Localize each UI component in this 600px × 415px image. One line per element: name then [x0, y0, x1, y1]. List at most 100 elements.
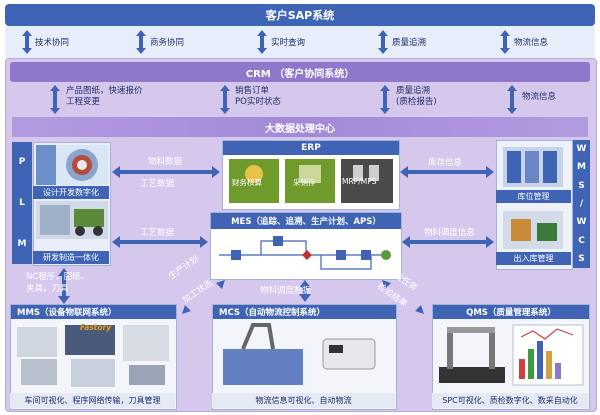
plm-letter: P	[18, 157, 26, 168]
sap-link-label: 质量追溯	[392, 38, 427, 48]
double-arrow-icon	[402, 236, 494, 248]
qms-title-bar: QMS（质量管理系统）	[433, 305, 589, 319]
sap-link-label: 物流信息	[514, 38, 549, 48]
wms-caption-inout: 出入库管理	[496, 252, 571, 265]
double-arrow-icon	[380, 85, 390, 114]
mcs-title-bar: MCS（自动物流控制系统）	[213, 305, 396, 319]
wms-warehouse-illustration	[503, 147, 563, 249]
mms-brand-logo: Fastory	[80, 323, 112, 332]
flow-label-nc-1: NC程序，图纸、	[26, 272, 90, 282]
flow-node	[336, 250, 346, 260]
sap-title: 客户SAP系统	[265, 9, 335, 22]
wms-caption-text: 出入库管理	[513, 254, 554, 263]
double-arrow-icon	[500, 30, 510, 54]
wms-label-bar: W M S / W C S	[573, 140, 590, 268]
flow-label-nc-2: 夹具，刀具	[26, 284, 69, 294]
mes-panel: MES（追踪、追溯、生产计划、APS）	[210, 212, 402, 280]
mcs-title: MCS（自动物流控制系统）	[219, 308, 325, 318]
double-arrow-icon	[136, 30, 146, 54]
erp-module-inventory: 采销存	[293, 178, 316, 187]
qms-title: QMS（质量管理系统）	[466, 308, 556, 318]
erp-title: ERP	[301, 143, 321, 153]
mms-caption-bar: 车间可视化、程序网络传输，刀具管理	[10, 393, 175, 408]
crm-link-arrows	[50, 85, 517, 114]
mcs-agv-illustration	[223, 323, 376, 385]
crm-link-label: 质量追溯	[396, 86, 431, 96]
flow-label-material-schedule: 物料调度数据	[260, 286, 312, 296]
plm-panel	[33, 142, 111, 266]
double-arrow-icon	[112, 236, 208, 248]
big-data-center-bar: 大数据处理中心	[12, 117, 588, 137]
plm-caption-text: 研发制造一体化	[43, 253, 99, 262]
flow-label-process-2: 工艺数据	[140, 228, 175, 238]
double-arrow-icon	[400, 166, 494, 178]
mcs-caption: 物流信息可视化、自动物流	[255, 396, 352, 405]
flow-label-material-dispatch: 物料调度信息	[424, 228, 476, 238]
erp-module-mrp: MRP/MPS	[342, 177, 377, 186]
wms-letter: W	[576, 217, 587, 228]
mcs-caption-bar: 物流信息可视化、自动物流	[212, 393, 395, 408]
flow-end	[381, 250, 391, 260]
crm-bar: CRM （客户协同系统）	[10, 62, 590, 82]
coins-icon	[245, 165, 263, 183]
sap-system-bar: 客户SAP系统	[5, 4, 595, 26]
agv-robot-icon	[329, 345, 343, 353]
wms-caption-location: 库位管理	[496, 190, 571, 203]
mes-flowchart	[219, 236, 391, 270]
flow-node	[231, 250, 241, 260]
double-arrow-icon	[58, 268, 70, 304]
plm-cad-illustration	[36, 145, 108, 239]
mms-title: MMS（设备物联网系统）	[17, 308, 117, 318]
mms-caption: 车间可视化、程序网络传输，刀具管理	[24, 396, 161, 405]
document-icon	[369, 165, 379, 181]
wms-letter: W	[576, 144, 587, 155]
double-arrow-icon	[382, 280, 424, 314]
wms-letter: /	[579, 198, 584, 209]
mms-machines-illustration	[17, 325, 169, 387]
crm-title: CRM （客户协同系统）	[245, 68, 355, 80]
document-icon	[353, 165, 363, 181]
big-data-title: 大数据处理中心	[265, 123, 335, 135]
crm-link-label: 销售订单	[235, 86, 270, 96]
erp-panel: ERP	[222, 140, 400, 210]
sap-link-arrows	[22, 30, 510, 54]
double-arrow-icon	[182, 280, 225, 314]
mes-title-bar: MES（追踪、追溯、生产计划、APS）	[211, 213, 401, 229]
plm-letter: M	[17, 238, 27, 249]
crm-link-label: (质检报告)	[396, 97, 437, 107]
erp-modules	[229, 159, 393, 203]
sap-link-label: 技术协同	[35, 38, 70, 48]
flow-decision	[302, 250, 312, 260]
plm-label-bar: P L M	[12, 142, 32, 264]
double-arrow-icon	[112, 166, 220, 178]
mcs-panel: MCS（自动物流控制系统）	[212, 304, 397, 410]
plm-caption-design: 设计开发数字化	[33, 186, 109, 199]
double-arrow-icon	[257, 30, 267, 54]
mes-title: MES（追踪、追溯、生产计划、APS）	[231, 217, 381, 227]
crm-link-label: PO实时状态	[235, 97, 281, 107]
double-arrow-icon	[299, 280, 311, 302]
double-arrow-icon	[220, 85, 230, 114]
sap-links-row	[5, 26, 595, 58]
flow-label-process: 工艺数据	[140, 179, 175, 189]
flow-label-material: 物料数据	[148, 157, 183, 167]
wms-letter: M	[577, 162, 586, 173]
spc-chart-icon	[519, 328, 574, 379]
wms-letter: S	[578, 253, 585, 264]
sap-link-label: 实时查询	[271, 38, 306, 48]
qms-panel: QMS（质量管理系统）	[432, 304, 590, 410]
flow-label-inventory: 库存信息	[428, 158, 463, 168]
sap-link-label: 商务协同	[150, 38, 185, 48]
mms-panel: MMS（设备物联网系统）	[10, 304, 177, 410]
wms-caption-text: 库位管理	[517, 192, 550, 201]
flow-node	[273, 236, 283, 246]
double-arrow-icon	[50, 85, 60, 114]
double-arrow-icon	[378, 30, 388, 54]
flow-node	[361, 250, 371, 260]
double-arrow-icon	[507, 85, 517, 114]
crm-link-label: 工程变更	[66, 97, 101, 107]
mms-title-bar: MMS（设备物联网系统）	[11, 305, 176, 319]
crm-link-label: 物流信息	[522, 92, 557, 102]
